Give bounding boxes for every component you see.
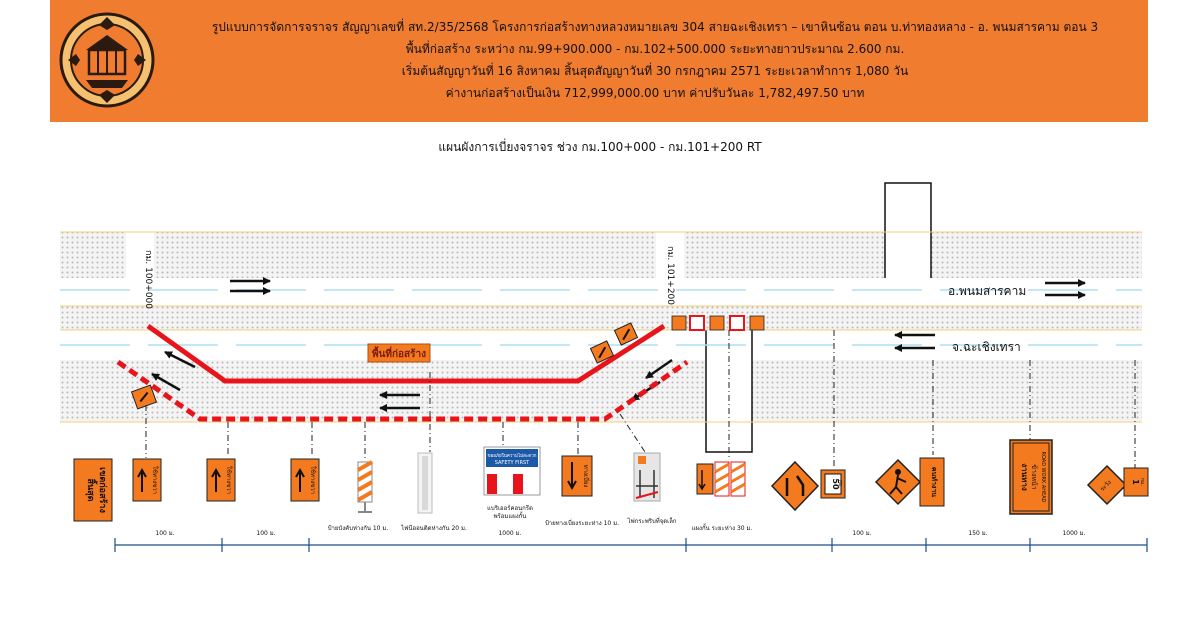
road-barrier-cluster <box>671 315 765 331</box>
striped-delineator-post <box>357 460 373 513</box>
keep-right-sign-1: ใช้ทางขวา <box>132 458 162 502</box>
distance-plate-sign: 1 กม. <box>1123 467 1149 497</box>
distance-5: 150 ม. <box>968 530 987 537</box>
contract-period: เริ่มต้นสัญญาวันที่ 16 สิงหาคม สิ้นสุดสั… <box>401 64 909 78</box>
keep-right-sign-3: ใช้ทางขวา <box>290 458 320 502</box>
leader-lines <box>145 330 1136 468</box>
svg-text:ROAD WORK AHEAD: ROAD WORK AHEAD <box>1040 451 1046 502</box>
work-zone-label: พื้นที่ก่อสร้าง <box>372 346 426 360</box>
construction-area: พื้นที่ก่อสร้าง ระหว่าง กม.99+900.000 - … <box>405 42 905 56</box>
distance-6: 1000 ม. <box>1062 530 1085 537</box>
destination-upper: อ.พนมสารคาม <box>948 284 1026 298</box>
diversion-arrow-sign: ทางเบี่ยง <box>561 455 593 497</box>
department-seal-logo <box>59 12 155 108</box>
caption-barrier-2: พร้อมแผงกั้น <box>494 510 527 520</box>
neon-light-post <box>417 452 433 514</box>
road-work-ahead-sign: งานทาง ข้างหน้า ROAD WORK AHEAD <box>1009 439 1053 515</box>
km-start-label: กม. 100+000 <box>143 250 153 309</box>
svg-text:กม.: กม. <box>1139 478 1145 486</box>
work-zone-sign: พื้นที่ก่อสร้าง <box>367 343 431 363</box>
svg-text:SAFETY FIRST: SAFETY FIRST <box>495 460 530 466</box>
distance-3: 1000 ม. <box>498 530 521 537</box>
caption-arrow-sign: ป้ายทางเบี่ยงระยะห่าง 10 ม. <box>545 519 619 527</box>
svg-text:ข้างหน้า: ข้างหน้า <box>1030 464 1038 490</box>
workers-diamond-sign <box>874 458 922 506</box>
sign-captions: ป้ายบังคับห่างกัน 10 ม. ไฟนีออนติดห่างกั… <box>328 504 753 532</box>
svg-text:1: 1 <box>1131 479 1140 485</box>
concrete-barrier-panel: ขออภัยในความไม่สะดวก SAFETY FIRST <box>483 446 541 496</box>
svg-text:สิ้นสุด: สิ้นสุด <box>85 478 98 502</box>
diversion-cone-line <box>116 323 689 422</box>
contract-description: รูปแบบการจัดการจราจร สัญญาเลขที่ สท.2/35… <box>211 20 1099 34</box>
contract-value: ค่างานก่อสร้างเป็นเงิน 712,999,000.00 บา… <box>445 86 865 100</box>
caption-barrier-1: แบริเออร์คอนกรีต <box>487 504 533 512</box>
distance-4: 100 ม. <box>852 530 871 537</box>
speed-limit-sign: 50 กม. <box>820 469 846 499</box>
keep-right-sign-2: ใช้ทางขวา <box>206 458 236 502</box>
distance-scale: 100 ม. 100 ม. 1000 ม. 100 ม. 150 ม. 1000… <box>114 530 1148 552</box>
svg-text:คนทำงาน: คนทำงาน <box>930 467 938 497</box>
lane-reduction-diamond-sign <box>770 460 820 512</box>
workers-ahead-sign: คนทำงาน <box>919 457 945 507</box>
km-end-label: กม. 101+200 <box>665 246 675 305</box>
distance-1: 100 ม. <box>155 530 174 537</box>
caption-flash-light: ไฟกระพริบที่จุดเล็ก <box>626 516 676 525</box>
svg-text:เขตก่อสร้าง: เขตก่อสร้าง <box>97 467 108 513</box>
svg-text:ทางเบี่ยง: ทางเบี่ยง <box>582 465 590 488</box>
caption-barricade: ป้ายบังคับห่างกัน 10 ม. <box>328 525 389 532</box>
plan-title: แผนผังการเบี่ยงจราจร ช่วง กม.100+000 - ก… <box>438 140 762 154</box>
title-banner: รูปแบบการจัดการจราจร สัญญาเลขที่ สท.2/35… <box>50 0 1148 122</box>
caption-barrier-group: แผงกั้น ระยะห่าง 30 ม. <box>692 522 753 532</box>
svg-text:กม.: กม. <box>837 480 843 488</box>
distance-2: 100 ม. <box>256 530 275 537</box>
svg-text:50: 50 <box>831 478 840 490</box>
svg-text:งานทาง: งานทาง <box>1020 463 1029 491</box>
road-surface <box>60 182 1142 453</box>
destination-lower: จ.ฉะเชิงเทรา <box>952 340 1021 354</box>
caption-neon-light: ไฟนีออนติดห่างกัน 20 ม. <box>400 524 467 532</box>
caution-diamond-sign: ระวัง <box>1086 464 1128 506</box>
tilted-diversion-signs <box>130 322 639 410</box>
svg-text:ใช้ทางขวา: ใช้ทางขวา <box>309 466 317 494</box>
svg-text:ขออภัยในความไม่สะดวก: ขออภัยในความไม่สะดวก <box>488 453 537 459</box>
svg-text:ใช้ทางขวา: ใช้ทางขวา <box>225 466 233 494</box>
end-construction-sign: สิ้นสุด เขตก่อสร้าง <box>73 458 113 522</box>
barrier-group-sign <box>696 461 746 497</box>
flashing-light-photo <box>633 452 661 502</box>
svg-text:ใช้ทางขวา: ใช้ทางขวา <box>151 466 159 494</box>
